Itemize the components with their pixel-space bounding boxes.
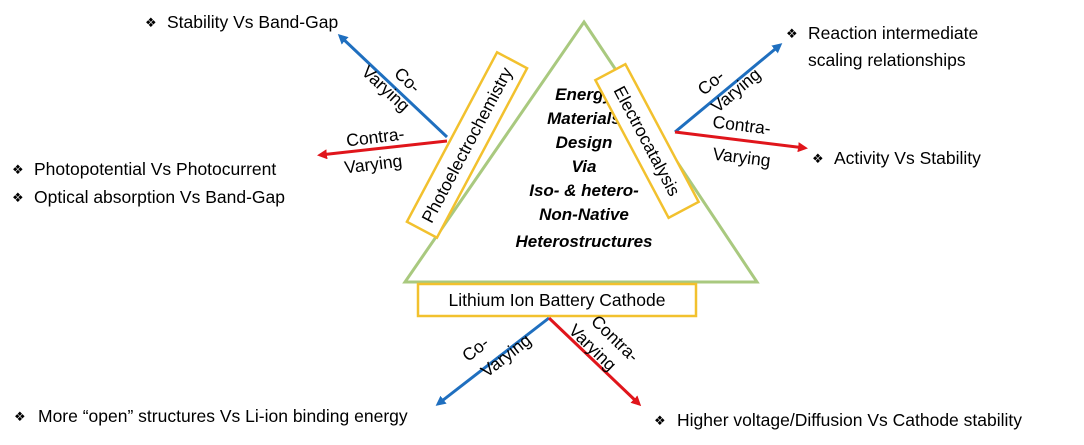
center-line-5: Iso- & hetero- bbox=[529, 181, 639, 200]
center-line-6: Non-Native bbox=[539, 205, 629, 224]
label-bottom-co: Co- Varying bbox=[458, 330, 535, 381]
center-line-7: Heterostructures bbox=[516, 232, 653, 251]
bullet-left-contra-2: ❖ Optical absorption Vs Band-Gap bbox=[12, 187, 285, 207]
arrow-left-co bbox=[337, 33, 449, 139]
arrow-bottom-contra bbox=[547, 316, 642, 407]
bullet-bottom-co: ❖ More “open” structures Vs Li-ion bindi… bbox=[14, 406, 408, 426]
side-label-bottom: Lithium Ion Battery Cathode bbox=[449, 290, 666, 310]
bullet-text: Photopotential Vs Photocurrent bbox=[34, 159, 276, 179]
bullet-icon: ❖ bbox=[12, 163, 24, 178]
center-text: Energy Materials Design Via Iso- & heter… bbox=[516, 85, 653, 251]
bullet-icon: ❖ bbox=[812, 152, 824, 167]
center-line-2: Materials bbox=[547, 109, 621, 128]
bullet-left-co: ❖ Stability Vs Band-Gap bbox=[145, 12, 338, 32]
arrow-bottom-co bbox=[435, 316, 550, 406]
bullet-text: Activity Vs Stability bbox=[834, 148, 981, 168]
label-bottom-co-line2: Varying bbox=[477, 330, 535, 381]
bullet-text: Stability Vs Band-Gap bbox=[167, 12, 338, 32]
center-line-4: Via bbox=[572, 157, 597, 176]
bullet-icon: ❖ bbox=[786, 27, 798, 42]
bullet-icon: ❖ bbox=[654, 414, 666, 429]
bullet-icon: ❖ bbox=[145, 16, 157, 31]
bullet-text: More “open” structures Vs Li-ion binding… bbox=[38, 406, 408, 426]
label-left-contra-line2: Varying bbox=[343, 151, 403, 178]
label-right-co: Co- Varying bbox=[694, 64, 765, 117]
bullet-left-contra-1: ❖ Photopotential Vs Photocurrent bbox=[12, 159, 276, 179]
label-left-co: Co- Varying bbox=[358, 61, 425, 115]
bullet-text-line2: scaling relationships bbox=[808, 50, 966, 70]
label-right-contra-line1: Contra- bbox=[712, 112, 773, 139]
bullet-text: Optical absorption Vs Band-Gap bbox=[34, 187, 285, 207]
bullet-icon: ❖ bbox=[14, 410, 26, 425]
arrow-right-contra bbox=[674, 130, 808, 153]
center-line-3: Design bbox=[556, 133, 613, 152]
bullet-icon: ❖ bbox=[12, 191, 24, 206]
bullet-right-co: ❖ Reaction intermediate scaling relation… bbox=[786, 23, 978, 70]
bullet-text: Higher voltage/Diffusion Vs Cathode stab… bbox=[677, 410, 1022, 430]
side-label-left: Photoelectrochemistry bbox=[418, 64, 517, 226]
label-right-contra-line2: Varying bbox=[712, 144, 772, 171]
bullet-bottom-contra: ❖ Higher voltage/Diffusion Vs Cathode st… bbox=[654, 410, 1022, 430]
side-box-photoelectrochemistry: Photoelectrochemistry bbox=[405, 50, 529, 240]
bullet-text-line1: Reaction intermediate bbox=[808, 23, 978, 43]
side-box-battery-cathode: Lithium Ion Battery Cathode bbox=[416, 282, 698, 318]
bullet-right-contra: ❖ Activity Vs Stability bbox=[812, 148, 981, 168]
arrow-right-co bbox=[674, 43, 783, 134]
arrow-left-contra bbox=[317, 139, 448, 160]
